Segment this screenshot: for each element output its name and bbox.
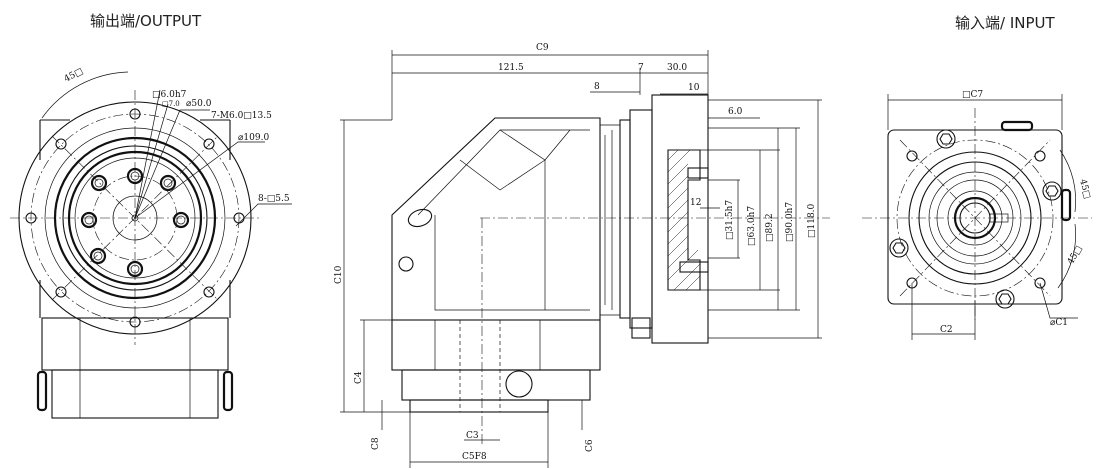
- side-view: C9 121.5 7 30.0 8 10 6.0: [334, 43, 830, 468]
- gearbox-housing: [391, 117, 601, 321]
- dim-c2: C2: [940, 325, 953, 335]
- input-title: 输入端/ INPUT: [955, 14, 1055, 32]
- output-angle-label: 45□: [63, 66, 85, 84]
- dim-63: □63.0h7: [747, 206, 757, 246]
- dim-c5: C5F8: [462, 452, 487, 462]
- output-view: 45□ □6.0h7 □7.0 ⌀50.0 7-M6.0□13.5 ⌀109.0…: [10, 66, 292, 419]
- output-threaded-holes: [80, 167, 190, 278]
- dim-c4: C4: [354, 371, 364, 384]
- output-title: 输出端/OUTPUT: [90, 12, 202, 30]
- pilot-label: □6.0h7: [152, 90, 187, 100]
- thread-label: 7-M6.0□13.5: [211, 111, 272, 121]
- dim-31: □31.5h7: [725, 200, 735, 240]
- pcd-small-label: ⌀50.0: [186, 99, 212, 109]
- dim-10: 10: [688, 83, 700, 93]
- dim-c7: □C7: [962, 90, 983, 100]
- dim-121: 121.5: [498, 63, 524, 73]
- output-base-block: [51, 369, 219, 419]
- dim-c1: ⌀C1: [1050, 318, 1068, 328]
- dim-c10: C10: [334, 265, 344, 284]
- dim-8: 8: [594, 82, 600, 92]
- pilot-sub-label: □7.0: [162, 100, 180, 108]
- input-flange: [651, 94, 709, 344]
- dim-12: 12: [690, 198, 701, 208]
- input-angle-top: 45□: [1077, 178, 1092, 200]
- dim-89: □89.2: [765, 213, 775, 242]
- dim-7: 7: [638, 63, 644, 73]
- dim-30: 30.0: [667, 63, 687, 73]
- dim-c8: C8: [371, 437, 381, 450]
- pcd-large-label: ⌀109.0: [238, 133, 269, 143]
- holes-label: 8-□5.5: [258, 194, 290, 204]
- dim-c9: C9: [536, 43, 549, 53]
- dim-6: 6.0: [728, 107, 743, 117]
- dim-90: □90.0h7: [785, 202, 795, 242]
- dim-118: □118.0: [807, 203, 817, 238]
- dim-c6: C6: [585, 439, 595, 452]
- input-view: □C7 45□: [862, 90, 1092, 340]
- dim-c3: C3: [466, 431, 479, 441]
- input-angle-bottom: 45□: [1066, 244, 1085, 266]
